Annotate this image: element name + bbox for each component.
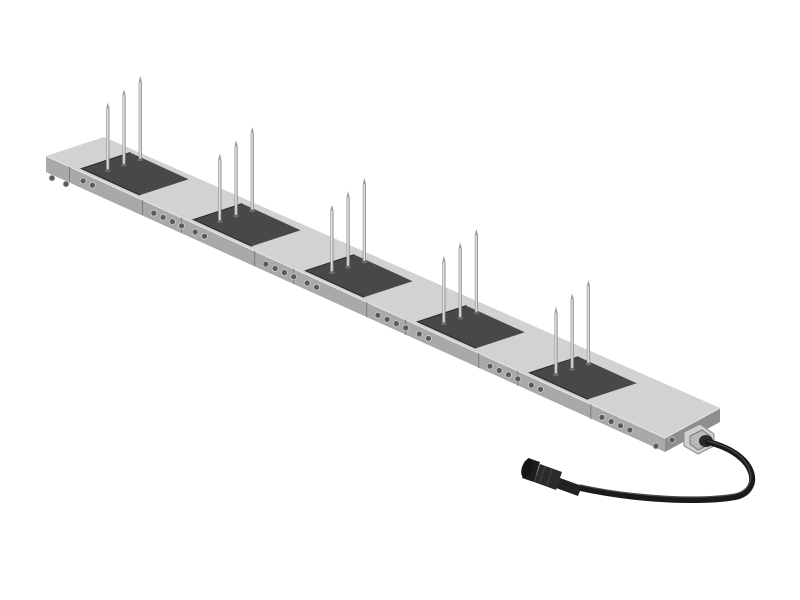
probe-rod-tip xyxy=(138,75,142,82)
bolt xyxy=(290,273,298,281)
bolt xyxy=(425,334,432,342)
bolt xyxy=(79,177,87,185)
bolt xyxy=(668,436,676,444)
probe-rod-tip xyxy=(234,140,238,147)
probe-rod-tip xyxy=(250,126,254,133)
bolt xyxy=(374,311,382,319)
bolt xyxy=(168,218,176,226)
probe-rod-base xyxy=(328,271,335,274)
probe-rod-tip xyxy=(106,102,110,109)
bolt xyxy=(201,232,208,240)
sensor-window-edge xyxy=(528,356,589,400)
probe-rod-tip xyxy=(442,255,446,262)
bolt xyxy=(505,371,512,379)
probe-rod xyxy=(138,81,142,160)
cable-assembly xyxy=(521,423,755,503)
bolt xyxy=(271,264,279,272)
bolt xyxy=(383,315,391,323)
bolt xyxy=(486,362,494,370)
probe-rod-tip xyxy=(122,89,126,96)
bolt xyxy=(48,174,56,182)
bolt xyxy=(527,381,535,389)
probe-rod-tip xyxy=(458,242,462,249)
probe-rod-base xyxy=(121,163,127,167)
bolt xyxy=(537,385,544,393)
probe-rod-base xyxy=(440,322,447,326)
probe-rod-base xyxy=(585,362,592,366)
probe-rods xyxy=(104,75,592,377)
probe-rod-base xyxy=(249,209,256,213)
sensor-window-edge xyxy=(79,152,141,196)
housing-bolts xyxy=(48,174,676,450)
bolt xyxy=(191,228,199,236)
probe-rod xyxy=(106,108,110,171)
probe-rod xyxy=(234,146,238,217)
probe-rod-tip xyxy=(362,178,366,184)
probe-rod-base xyxy=(361,260,368,264)
bolt xyxy=(514,375,522,383)
probe-rod xyxy=(442,261,446,324)
probe-rod-tip xyxy=(586,280,590,287)
bolt xyxy=(598,413,606,421)
probe-rod xyxy=(570,299,574,370)
probe-rod xyxy=(122,95,126,166)
probe-rod-tip xyxy=(570,293,574,300)
bolt xyxy=(607,418,615,425)
bolt xyxy=(495,367,503,374)
bolt xyxy=(62,180,70,188)
probe-rod-tip xyxy=(474,229,478,235)
bolt xyxy=(150,209,158,217)
bolt xyxy=(392,320,400,328)
sensor-window-edge xyxy=(191,203,253,247)
probe-rod-base xyxy=(569,368,576,371)
probe-rod-base xyxy=(553,373,559,377)
bolt xyxy=(313,283,320,291)
probe-rod-base xyxy=(473,311,480,315)
bolt xyxy=(303,279,311,287)
probe-rod xyxy=(474,235,478,313)
bolt xyxy=(178,222,186,230)
bolt xyxy=(652,442,660,450)
sensor-window-edge xyxy=(416,305,477,349)
probe-rod xyxy=(362,184,366,262)
probe-rod xyxy=(250,132,254,211)
probe-rod-tip xyxy=(330,204,334,211)
bolt xyxy=(626,426,634,434)
probe-rod xyxy=(218,159,222,222)
cable-gland xyxy=(683,423,715,455)
bolt xyxy=(617,422,624,430)
bolt xyxy=(159,213,167,221)
bolt xyxy=(280,269,288,277)
housing-front-face xyxy=(46,156,665,452)
probe-rod xyxy=(554,312,558,375)
bolt xyxy=(89,181,96,189)
sensor-window-edge xyxy=(304,254,365,298)
probe-rod xyxy=(330,210,334,273)
probe-rod-tip xyxy=(218,153,222,160)
cable-connector xyxy=(521,458,582,496)
probe-rod-base xyxy=(345,265,352,269)
probe-rod-base xyxy=(457,316,464,320)
probe-rod-tip xyxy=(554,306,558,313)
probe-rod-base xyxy=(233,214,240,218)
probe-rod xyxy=(586,286,590,365)
housing-top-edge xyxy=(45,155,721,439)
probe-rod-tip xyxy=(346,191,350,198)
probe-rod-base xyxy=(216,220,223,224)
probe-rod-base xyxy=(137,158,144,162)
probe-rod-base xyxy=(104,169,111,172)
bolt xyxy=(402,324,410,332)
bolt xyxy=(415,330,423,338)
probe-rod xyxy=(458,248,462,319)
bolt xyxy=(262,260,270,268)
probe-rod xyxy=(346,197,350,268)
